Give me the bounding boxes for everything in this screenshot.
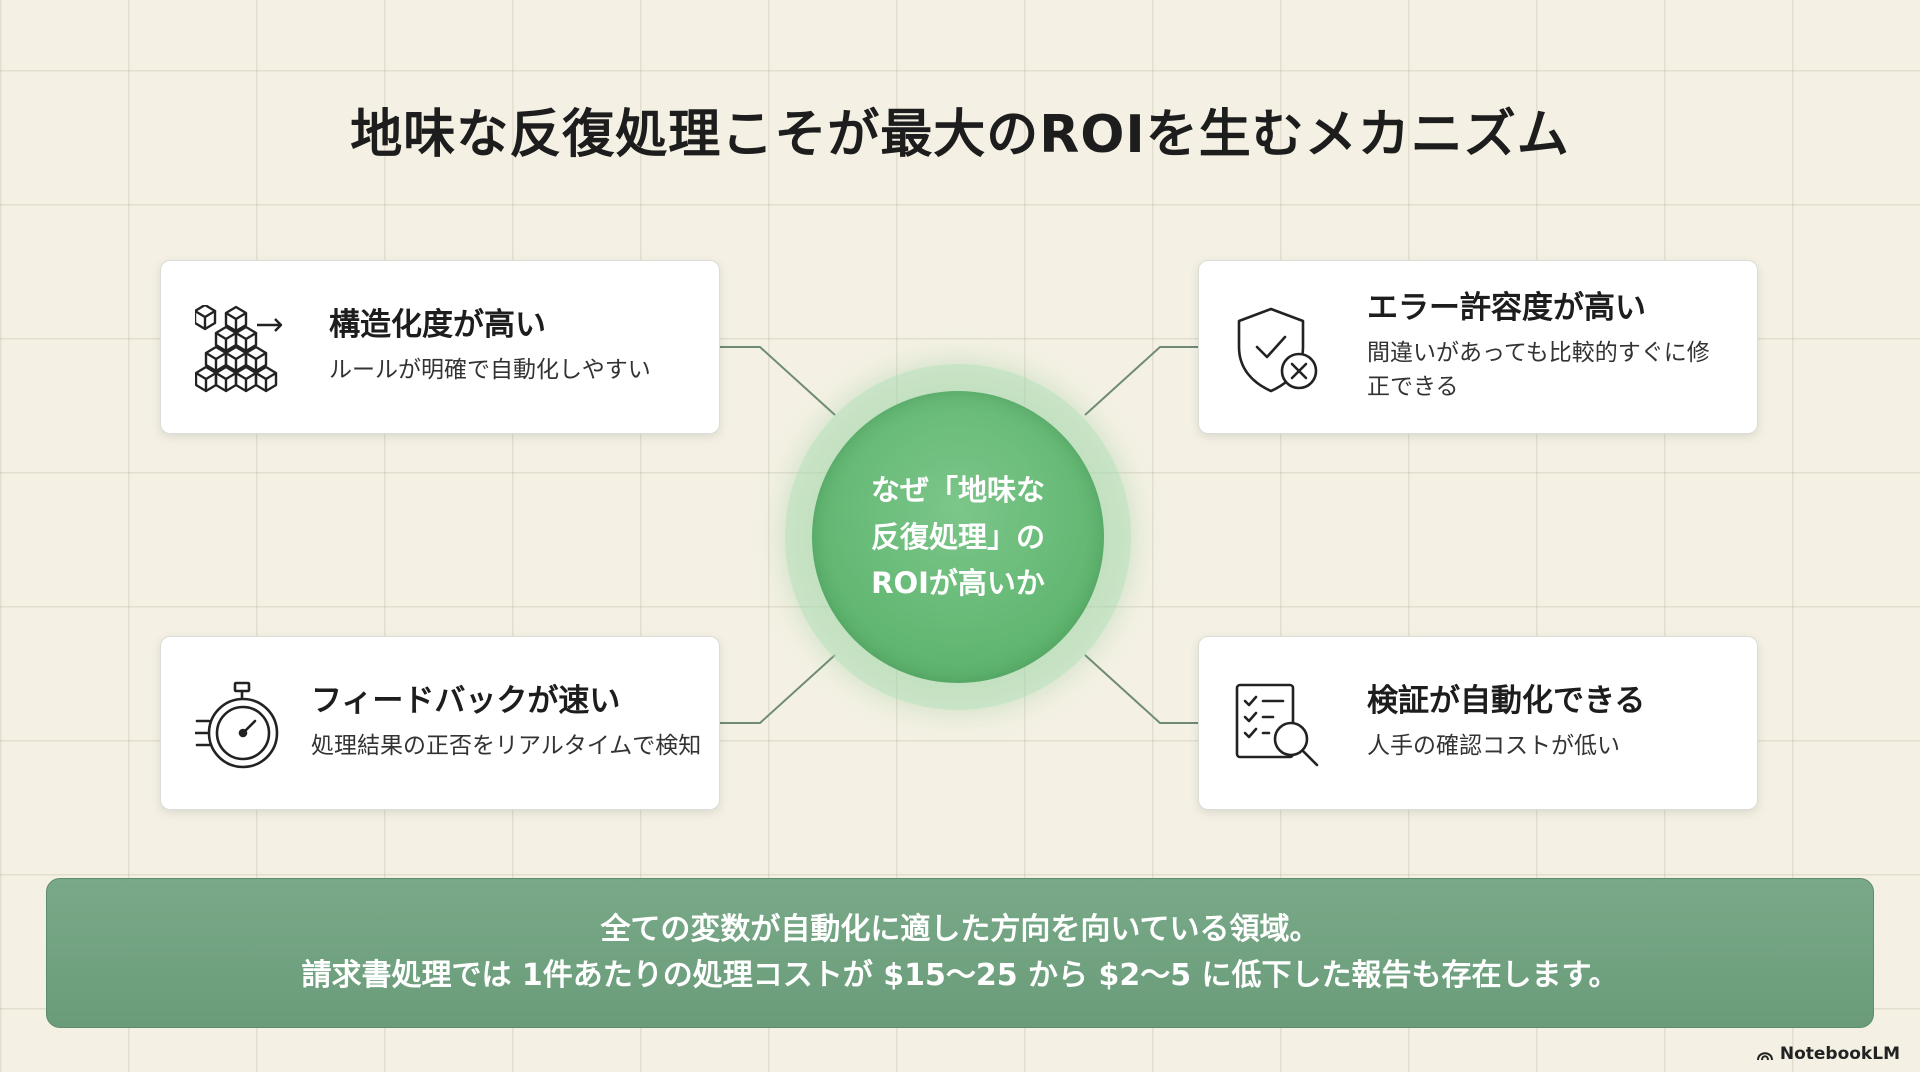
stopwatch-icon	[195, 681, 279, 769]
connector-top-left	[720, 346, 836, 416]
brand-watermark: NotebookLM	[1756, 1044, 1900, 1064]
hub-line: ROIが高いか	[871, 566, 1045, 601]
card-heading: エラー許容度が高い	[1367, 290, 1646, 327]
card-body: 人手の確認コストが低い	[1367, 732, 1620, 759]
hub-line: 反復処理」の	[870, 519, 1045, 554]
center-hub: なぜ「地味な 反復処理」の ROIが高いか	[812, 391, 1104, 683]
blocks-icon	[195, 305, 283, 393]
card-heading: 検証が自動化できる	[1367, 682, 1646, 719]
card-fast-feedback: フィードバックが速い 処理結果の正否をリアルタイムで検知	[160, 636, 720, 810]
shield-x-icon	[1237, 307, 1318, 393]
notebooklm-logo-icon	[1756, 1052, 1773, 1061]
card-structured: 構造化度が高い ルールが明確で自動化しやすい	[160, 260, 720, 434]
page-title: 地味な反復処理こそが最大のROIを生むメカニズム	[350, 105, 1570, 165]
card-auto-verification: 検証が自動化できる 人手の確認コストが低い	[1198, 636, 1758, 810]
card-heading: 構造化度が高い	[329, 306, 546, 343]
card-body: 間違いがあっても比較的すぐに修正できる	[1367, 340, 1710, 400]
card-error-tolerance: エラー許容度が高い 間違いがあっても比較的すぐに修正できる	[1198, 260, 1758, 434]
card-heading: フィードバックが速い	[311, 682, 621, 719]
hub-label: なぜ「地味な 反復処理」の ROIが高いか	[843, 467, 1073, 606]
connector-top-right	[1084, 346, 1198, 416]
checklist-search-icon	[1235, 683, 1319, 767]
card-body: 処理結果の正否をリアルタイムで検知	[311, 732, 702, 759]
banner-line: 全ての変数が自動化に適した方向を向いている領域。	[600, 911, 1320, 947]
summary-banner: 全ての変数が自動化に適した方向を向いている領域。 請求書処理では 1件あたりの処…	[46, 878, 1874, 1028]
banner-line: 請求書処理では 1件あたりの処理コストが $15〜25 から $2〜5 に低下し…	[301, 958, 1619, 993]
connector-bottom-left	[720, 654, 836, 724]
card-body: ルールが明確で自動化しやすい	[329, 356, 651, 383]
hub-line: なぜ「地味な	[870, 473, 1045, 508]
connector-bottom-right	[1084, 654, 1198, 724]
brand-name: NotebookLM	[1779, 1044, 1900, 1064]
